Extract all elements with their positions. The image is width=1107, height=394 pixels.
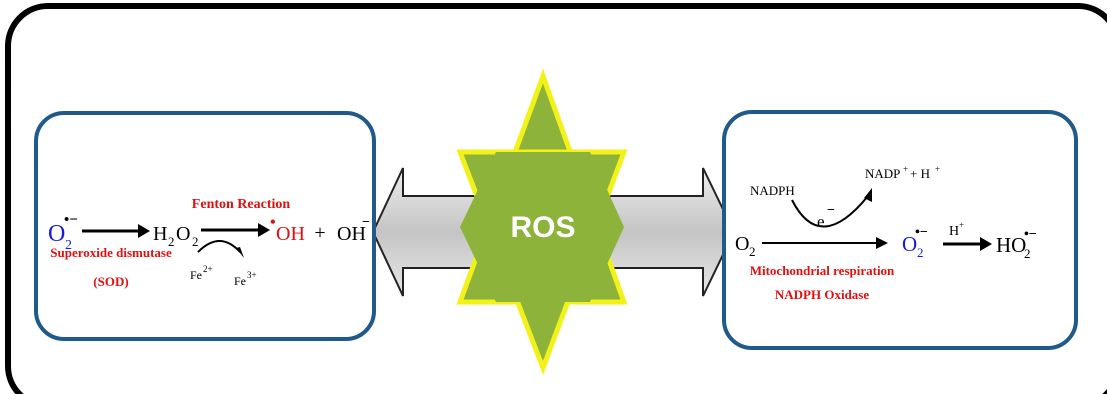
fenton-label: Fenton Reaction xyxy=(192,197,291,212)
fe3-label: Fe xyxy=(234,274,246,288)
fe2: Fe 2+ xyxy=(190,264,213,282)
ho2-charge: •− xyxy=(1024,227,1037,242)
plus-sign: + xyxy=(314,222,325,244)
o2-radical-subscript: 2 xyxy=(917,245,924,260)
oh-radical: OH xyxy=(276,223,305,245)
nadph-label: NADPH xyxy=(750,183,795,198)
nadph-curved-arrowhead xyxy=(864,188,872,202)
fe-curved-arrowhead xyxy=(236,247,244,258)
o2-radical-symbol: O xyxy=(902,232,917,256)
o2-subscript: 2 xyxy=(65,238,72,253)
ros-star xyxy=(456,68,628,376)
fenton-arrowhead xyxy=(258,223,270,237)
h-charge: + xyxy=(935,164,940,174)
left-box xyxy=(34,111,376,341)
fe2-label: Fe xyxy=(190,268,202,282)
source-line1: Mitochondrial respiration xyxy=(750,263,895,278)
respiration-arrowhead xyxy=(876,237,888,249)
fe3-charge: 3+ xyxy=(247,270,257,280)
h2o2-o: O xyxy=(176,223,190,245)
electron-charge: − xyxy=(827,203,835,218)
o2-radical-charge: •− xyxy=(64,212,78,228)
h2o2-sub-o: 2 xyxy=(192,234,199,249)
h2o2-sub-h: 2 xyxy=(168,234,175,249)
o2-right-subscript: 2 xyxy=(749,244,756,259)
o2-right-symbol: O xyxy=(735,233,749,255)
enzyme-line2: (SOD) xyxy=(93,274,128,289)
hydroperoxyl: HO 2 •− xyxy=(996,227,1037,261)
proton-label: H xyxy=(949,224,959,239)
nadp-plus: NADP + + H + xyxy=(865,164,940,181)
oh-radical-dot: • xyxy=(270,214,276,231)
oxygen: O 2 xyxy=(735,233,756,259)
star-overlap-fill xyxy=(460,152,624,302)
superoxide-right: O 2 •− xyxy=(902,225,928,260)
hydroxide: OH xyxy=(337,223,366,245)
ho2-subscript: 2 xyxy=(1024,246,1031,261)
o2-symbol: O xyxy=(48,221,65,247)
sod-arrowhead xyxy=(138,224,150,238)
source-line2: NADPH Oxidase xyxy=(775,287,869,302)
protonation-arrowhead xyxy=(980,237,992,251)
ros-label: ROS xyxy=(510,211,575,244)
electron-label: e xyxy=(817,212,825,231)
nadp-label: NADP xyxy=(865,166,900,181)
superoxide-left: O 2 •− xyxy=(48,212,78,253)
fe3: Fe 3+ xyxy=(234,270,257,288)
fe2-charge: 2+ xyxy=(203,264,213,274)
nadph-curved-arrow xyxy=(791,195,869,228)
proton-charge: + xyxy=(959,220,964,230)
h2o2: H 2 O 2 xyxy=(153,223,199,249)
plus-h-label: + H xyxy=(910,166,930,181)
h2o2-h: H xyxy=(153,223,167,245)
o2-radical-charge: •− xyxy=(915,225,928,240)
enzyme-line1: Superoxide dismutase xyxy=(50,245,172,260)
right-box xyxy=(722,110,1078,350)
hydroxide-charge: − xyxy=(362,215,370,230)
ho2-symbol: HO xyxy=(996,233,1026,257)
nadp-charge: + xyxy=(903,164,908,174)
